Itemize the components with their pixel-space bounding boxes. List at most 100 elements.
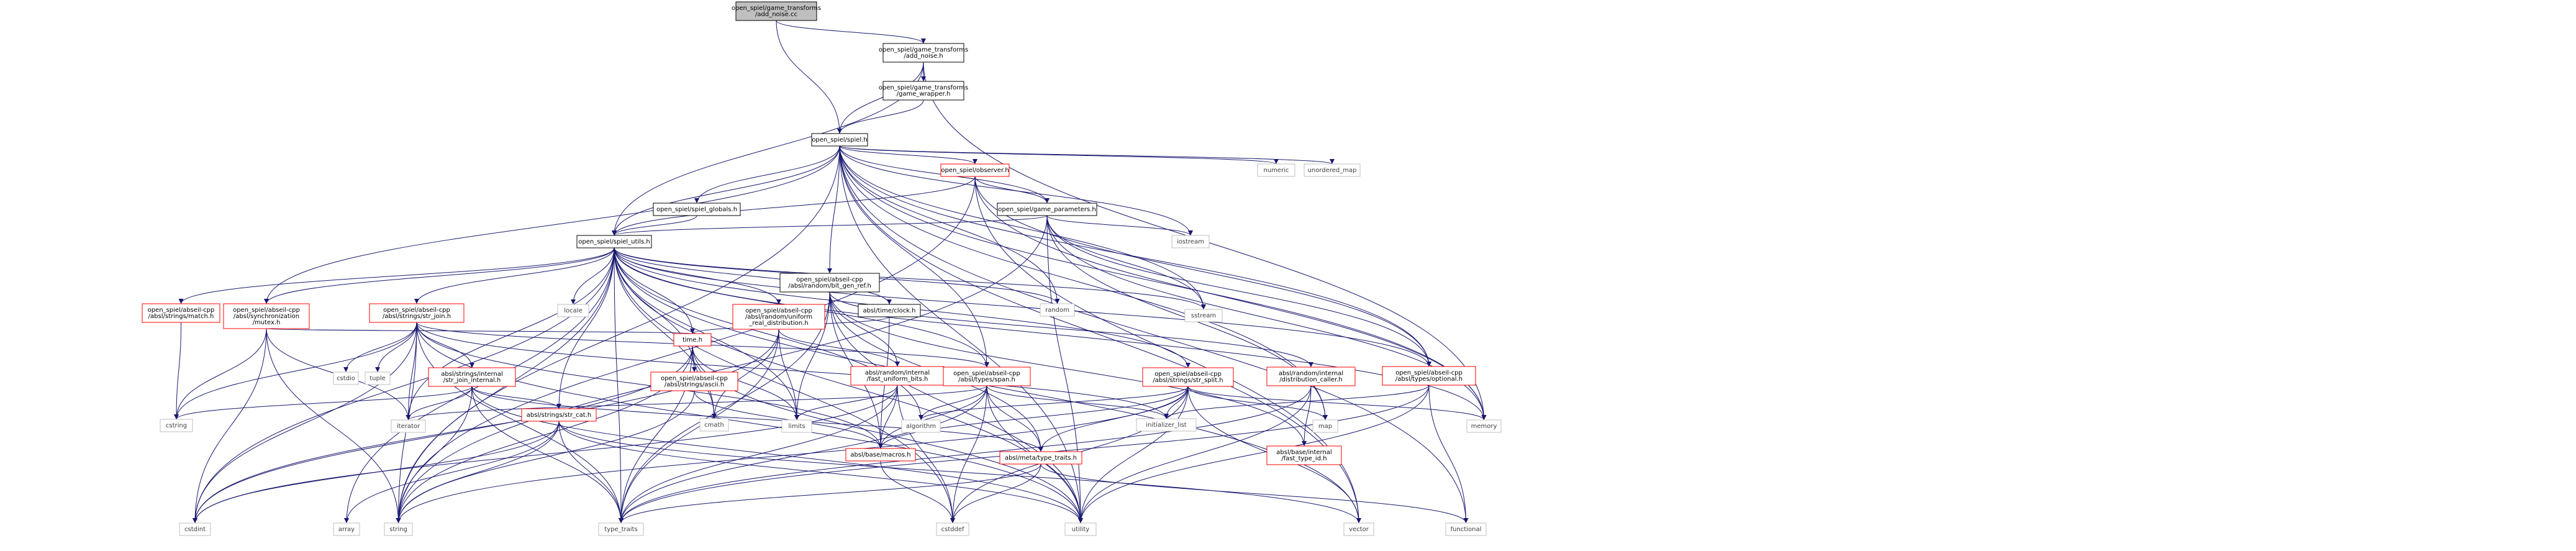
node-spiel_utils_h[interactable]: open_spiel/spiel_utils.h (576, 235, 652, 248)
node-distribution_caller_h[interactable]: absl/random/internal/distribution_caller… (1266, 367, 1356, 386)
node-box-spiel_h (811, 133, 868, 147)
node-iterator: iterator (391, 419, 426, 433)
node-clock_h[interactable]: absl/time/clock.h (858, 304, 921, 317)
edge-fast_uniform_bits_h-to-cstdint (193, 385, 898, 524)
edge-spiel_h-to-mutex_h (264, 145, 840, 304)
edge-str_split_h-to-initializer_list (1164, 386, 1189, 419)
edge-spiel_utils_h-to-cstddef (614, 247, 955, 524)
node-optional_h[interactable]: open_spiel/abseil-cpp/absl/types/optiona… (1382, 366, 1476, 386)
node-match_h[interactable]: open_spiel/abseil-cpp/absl/strings/match… (142, 303, 220, 323)
node-unordered_map: unordered_map (1304, 163, 1361, 177)
node-add_noise_h[interactable]: open_spiel/game_transforms/add_noise.h (879, 43, 968, 63)
edge-spiel_h-to-unordered_map (839, 145, 1335, 165)
edge-str_join_h-to-utility (416, 322, 1083, 524)
node-game_wrapper_h[interactable]: open_spiel/game_transforms/game_wrapper.… (879, 81, 968, 101)
node-box-cstdio (333, 371, 359, 385)
edge-game_parameters_h-to-utility (1046, 215, 1083, 524)
node-label-array-0: array (338, 526, 355, 533)
node-numeric: numeric (1257, 163, 1295, 177)
node-game_parameters_h[interactable]: open_spiel/game_parameters.h (997, 203, 1097, 216)
node-random: random (1040, 303, 1075, 317)
node-label-optional_h-0: open_spiel/abseil-cpp (1395, 370, 1463, 376)
edge-str_cat_h-to-string (396, 421, 560, 524)
node-box-initializer_list (1136, 418, 1197, 432)
edge-spiel_h-to-string (396, 145, 840, 524)
node-label-locale-0: locale (564, 307, 582, 314)
node-ascii_h[interactable]: open_spiel/abseil-cpp/absl/strings/ascii… (650, 371, 738, 391)
node-label-map-0: map (1318, 423, 1332, 430)
node-type_traits_absl_h[interactable]: absl/meta/type_traits.h (999, 451, 1082, 465)
node-uniform_real_h[interactable]: open_spiel/abseil-cpp/absl/random/unifor… (732, 304, 825, 330)
node-spiel_h[interactable]: open_spiel/spiel.h (811, 133, 868, 147)
edge-add_noise_h-to-spiel_h (837, 61, 924, 134)
edge-bit_gen_ref_h-to-utility (829, 291, 1083, 524)
edge-distribution_caller_h-to-type_traits (619, 385, 1312, 524)
node-functional: functional (1445, 522, 1487, 536)
node-label-match_h-1: /absl/strings/match.h (148, 313, 214, 320)
node-label-iostream-0: iostream (1177, 239, 1204, 245)
node-box-ascii_h (650, 371, 738, 391)
node-label-span_h-0: open_spiel/abseil-cpp (953, 370, 1020, 377)
node-spiel_globals_h[interactable]: open_spiel/spiel_globals.h (653, 203, 741, 216)
node-str_cat_h[interactable]: absl/strings/str_cat.h (521, 408, 597, 422)
node-label-functional-0: functional (1451, 526, 1482, 533)
edge-time_h-to-limits (692, 345, 799, 421)
edge-str_cat_h-to-array (344, 421, 560, 524)
edge-str_split_h-to-macros_h (878, 386, 1189, 449)
edge-span_h-to-type_traits (619, 385, 987, 524)
node-bit_gen_ref_h[interactable]: open_spiel/abseil-cpp/absl/random/bit_ge… (779, 273, 880, 293)
node-label-ascii_h-1: /absl/strings/ascii.h (664, 381, 724, 388)
node-label-match_h-0: open_spiel/abseil-cpp (148, 307, 215, 314)
edge-spiel_utils_h-to-match_h (178, 247, 615, 304)
node-root[interactable]: open_spiel/game_transforms/add_noise.cc (732, 1, 821, 21)
node-time_h[interactable]: time.h (673, 333, 712, 347)
edge-bit_gen_ref_h-to-distribution_caller_h (829, 291, 1313, 368)
edge-span_h-to-algorithm (918, 385, 987, 421)
edge-root-to-spiel_h (776, 20, 842, 134)
node-label-spiel_h-0: open_spiel/spiel.h (812, 137, 867, 143)
node-box-distribution_caller_h (1266, 367, 1356, 386)
node-label-cstddef-0: cstddef (941, 526, 964, 533)
edge-span_h-to-initializer_list (986, 385, 1169, 419)
node-box-array (333, 522, 360, 536)
node-fast_uniform_bits_h[interactable]: absl/random/internal/fast_uniform_bits.h (850, 366, 945, 386)
node-span_h[interactable]: open_spiel/abseil-cpp/absl/types/span.h (943, 367, 1031, 386)
edge-span_h-to-type_traits_absl_h (986, 385, 1043, 452)
node-label-cmath-0: cmath (704, 422, 724, 429)
node-str_join_h[interactable]: open_spiel/abseil-cpp/absl/strings/str_j… (369, 303, 465, 323)
node-label-game_wrapper_h-1: /game_wrapper.h (897, 91, 951, 98)
node-label-game_parameters_h-0: open_spiel/game_parameters.h (998, 206, 1095, 213)
node-label-mutex_h-2: /mutex.h (253, 319, 281, 326)
edge-str_split_h-to-memory (1187, 386, 1487, 421)
edge-observer_h-to-spiel_utils_h (612, 176, 976, 236)
node-label-root-0: open_spiel/game_transforms (732, 5, 821, 12)
node-box-unordered_map (1304, 163, 1361, 177)
node-macros_h[interactable]: absl/base/macros.h (845, 448, 916, 462)
node-mutex_h[interactable]: open_spiel/abseil-cpp/absl/synchronizati… (223, 303, 310, 329)
node-box-utility (1064, 522, 1097, 536)
node-box-add_noise_h (882, 43, 964, 63)
edge-str_join_internal_h-to-utility (471, 386, 1083, 524)
node-layer: open_spiel/game_transforms/add_noise.cco… (142, 1, 1502, 536)
node-label-observer_h-0: open_spiel/observer.h (941, 167, 1009, 174)
node-locale: locale (557, 304, 589, 317)
edge-str_cat_h-to-vector (558, 421, 1361, 524)
node-observer_h[interactable]: open_spiel/observer.h (940, 163, 1010, 177)
edge-spiel_utils_h-to-optional_h (614, 247, 1431, 367)
node-box-functional (1445, 522, 1487, 536)
node-str_join_internal_h[interactable]: absl/strings/internal/str_join_internal.… (428, 367, 516, 387)
edge-optional_h-to-utility (1078, 385, 1430, 524)
node-box-clock_h (858, 304, 921, 317)
edge-distribution_caller_h-to-fast_type_id_h (1302, 385, 1312, 447)
edge-spiel_h-to-spiel_globals_h (694, 145, 840, 204)
node-str_split_h[interactable]: open_spiel/abseil-cpp/absl/strings/str_s… (1142, 367, 1234, 387)
node-fast_type_id_h[interactable]: absl/base/internal/fast_type_id.h (1266, 445, 1342, 465)
node-box-match_h (142, 303, 220, 323)
node-box-map (1312, 419, 1338, 433)
edge-str_join_h-to-iterator (406, 322, 417, 421)
node-label-str_split_h-0: open_spiel/abseil-cpp (1154, 371, 1222, 378)
edge-fast_uniform_bits_h-to-macros_h (878, 385, 898, 449)
edge-str_join_internal_h-to-type_traits_absl_h (471, 386, 1043, 452)
node-label-game_wrapper_h-0: open_spiel/game_transforms (879, 84, 968, 91)
node-label-distribution_caller_h-0: absl/random/internal (1279, 370, 1343, 377)
